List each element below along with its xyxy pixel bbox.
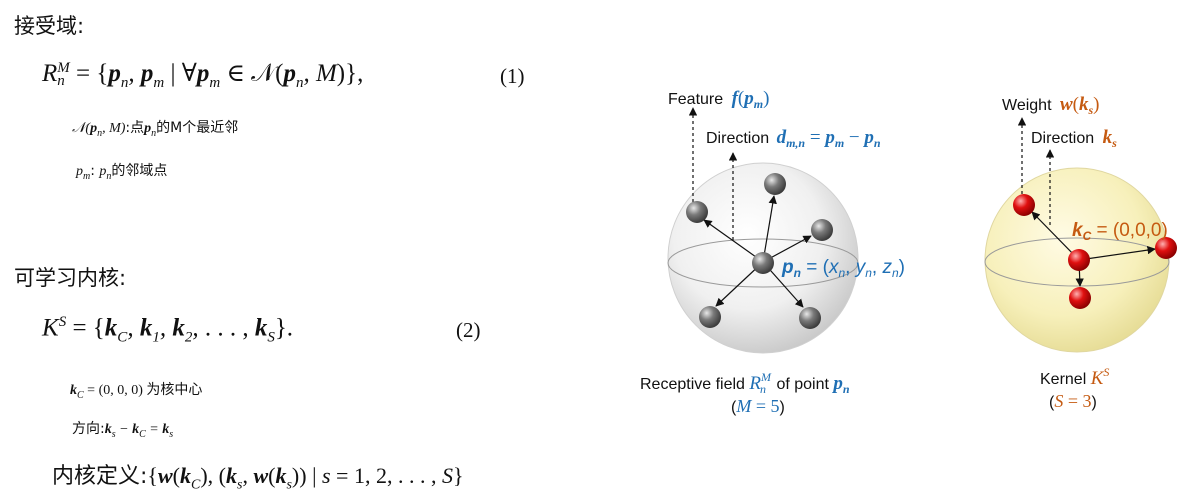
kernel-point [1013,194,1035,216]
equation-2-number: (2) [456,318,481,342]
note-nearest-neighbors: 𝒩(pn, M):点pn的M个最近邻 [72,120,239,139]
feature-label: Feature f(pm) [668,88,769,111]
note-direction: 方向:ks − kC = ks [72,421,174,440]
note-kernel-center: kC = (0, 0, 0) 为核中心 [70,382,203,401]
kernel-point [1155,237,1177,259]
equation-2: KS = {kC, k1, k2, . . . , kS}. [42,314,294,346]
neighbor-point [686,201,708,223]
neighbor-point [811,219,833,241]
kernel-center-point [1068,249,1090,271]
kernel-point [1069,287,1091,309]
receptive-caption-line2: (M = 5) [731,396,785,416]
heading-receptive-field: 接受域: [14,14,85,38]
equation-kernel-definition: 内核定义:{w(kC), (ks, w(ks)) | s = 1, 2, . .… [52,463,464,493]
equation-1-number: (1) [500,64,525,88]
note-neighbor-points: pm: pn的邻域点 [76,163,168,182]
weight-label: Weight w(ks) [1002,94,1099,117]
kernel-direction-label: Direction ks [1031,127,1117,150]
neighbor-point [699,306,721,328]
kernel-points [1013,194,1177,309]
center-point-label: pn = (xn, yn, zn) [781,257,905,280]
neighbor-point [799,307,821,329]
neighbor-points [686,173,833,329]
center-point [752,252,774,274]
kernel-caption-line1: Kernel KS [1040,365,1109,389]
direction-label: Direction dm,n = pm − pn [706,127,881,150]
heading-learnable-kernel: 可学习内核: [14,266,127,290]
kernel-center-label: kC = (0,0,0) [1072,220,1168,243]
kernel-caption-line2: (S = 3) [1049,391,1097,411]
neighbor-point [764,173,786,195]
